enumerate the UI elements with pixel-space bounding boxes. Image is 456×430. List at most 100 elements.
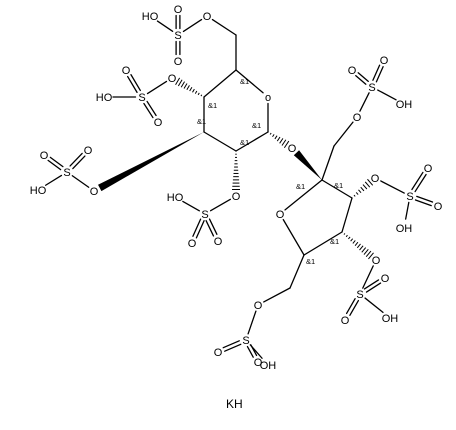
oxygen-atom-label: O (40, 150, 49, 162)
hash-line (359, 245, 364, 251)
double-bond-line (192, 218, 202, 237)
oxygen-atom-label: O (434, 201, 443, 213)
double-bond-line (127, 75, 138, 94)
hash-line (200, 94, 203, 97)
single-bond (203, 131, 237, 152)
oxygen-atom-label: O (203, 11, 212, 23)
hash-line (352, 240, 356, 244)
hydroxyl-label: OH (260, 360, 277, 372)
hydroxyl-label: OH (396, 99, 413, 111)
oxygen-atom-label: O (214, 236, 223, 248)
single-bond (289, 254, 305, 289)
sulfur-atom-label: S (242, 335, 249, 347)
stereo-descriptor-label: &1 (252, 121, 261, 130)
stereo-descriptor-label: &1 (334, 181, 343, 190)
double-bond-line (72, 155, 86, 170)
single-bond (182, 200, 200, 212)
oxygen-atom-label: O (214, 347, 223, 359)
oxygen-atom-label: O (168, 73, 177, 85)
hash-line (367, 178, 374, 186)
single-bond (235, 131, 269, 152)
double-bond-line (372, 64, 381, 81)
hydroxyl-label: HO (30, 185, 47, 197)
oxygen-atom-label: O (232, 191, 241, 203)
oxygen-atom-label: O (84, 145, 93, 157)
single-bond (321, 145, 335, 181)
hash-line (177, 79, 183, 87)
oxygen-atom-label: O (174, 4, 183, 16)
single-bond (211, 18, 237, 36)
oxygen-atom-label: O (254, 357, 263, 369)
hydroxyl-label: OH (396, 223, 413, 235)
hash-line (269, 132, 272, 135)
sulfur-atom-label: S (174, 30, 181, 42)
stereo-descriptor-label: &1 (208, 101, 217, 110)
hashed-bond (269, 132, 290, 149)
hash-line (189, 87, 193, 92)
double-bond-line (205, 220, 215, 237)
stereo-descriptor-label: &1 (330, 237, 339, 246)
hash-line (194, 90, 198, 94)
wedge-bond (98, 132, 204, 192)
hash-line (343, 233, 346, 235)
double-bond-line (414, 199, 432, 207)
hashed-bond (353, 178, 374, 197)
sulfur-atom-label: S (201, 209, 208, 221)
single-bond (182, 18, 203, 33)
hash-line (354, 241, 359, 246)
double-bond-line (355, 75, 367, 85)
hydroxyl-label: HO (142, 11, 159, 23)
hash-line (361, 247, 367, 253)
stereo-descriptor-label: &1 (240, 138, 249, 147)
hash-line (274, 135, 278, 140)
hash-line (362, 184, 368, 190)
single-bond (44, 174, 63, 186)
single-bond (284, 179, 323, 211)
double-bond-line (222, 340, 240, 349)
stereo-descriptor-label: &1 (306, 257, 315, 266)
hash-line (345, 234, 348, 238)
hydroxyl-label: HO (96, 92, 113, 104)
oxygen-atom-label: O (353, 112, 362, 124)
double-bond-line (146, 100, 157, 117)
hash-line (281, 139, 287, 146)
hash-line (186, 85, 190, 91)
single-bond (249, 344, 263, 359)
hash-line (272, 134, 275, 138)
hash-line (175, 77, 181, 86)
oxygen-atom-label: O (348, 65, 357, 77)
double-bond-line (130, 73, 141, 92)
single-bond (364, 297, 384, 314)
hash-line (356, 243, 361, 249)
ring-oxygen-label: o (265, 92, 271, 104)
double-bond-line (143, 102, 154, 119)
double-bond-line (349, 299, 360, 316)
double-bond-line (246, 345, 254, 358)
hash-line (350, 238, 354, 242)
double-bond-line (357, 72, 369, 82)
single-bond (303, 231, 343, 256)
oxygen-atom-label: O (380, 55, 389, 67)
double-bond-line (224, 343, 242, 352)
single-bond (282, 218, 305, 256)
double-bond-line (208, 218, 218, 235)
single-bond (321, 179, 353, 199)
double-bond-line (365, 282, 382, 293)
wedge-layer (98, 77, 374, 260)
hash-line (353, 194, 356, 197)
sulfur-atom-label: S (138, 92, 145, 104)
hash-line (365, 250, 372, 258)
hashed-bond (175, 77, 203, 97)
hash-line (192, 88, 195, 93)
oxygen-atom-label: O (381, 273, 390, 285)
bond-layer (44, 14, 434, 359)
hydroxyl-label: HO (167, 192, 184, 204)
hash-line (363, 248, 369, 255)
single-bond (203, 69, 237, 98)
oxygen-atom-label: O (254, 300, 263, 312)
hash-line (180, 81, 185, 88)
double-bond-line (69, 152, 83, 167)
single-bond (341, 197, 353, 233)
